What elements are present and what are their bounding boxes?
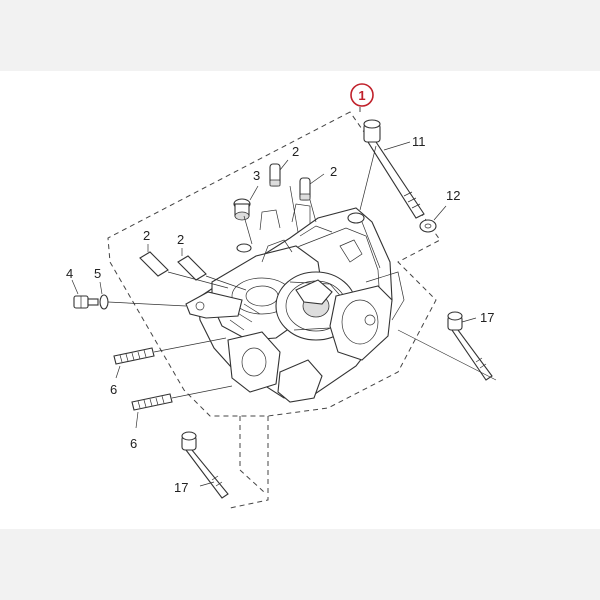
label-part-6b: 6 — [130, 436, 137, 451]
part-11-long-bolt — [359, 119, 425, 219]
part-17-bolt-right — [397, 311, 497, 381]
label-part-17a: 17 — [480, 310, 494, 325]
part-6-stud-upper — [113, 337, 227, 379]
label-part-3: 3 — [253, 168, 260, 183]
part-2-dowel-pins — [139, 159, 325, 281]
dowel-pin-c — [139, 251, 169, 277]
part-3-plug — [233, 185, 259, 221]
leader-lines — [167, 185, 381, 291]
label-part-2c: 2 — [143, 228, 150, 243]
label-part-5: 5 — [94, 266, 101, 281]
part-labels: 2 2 2 2 3 4 5 6 6 11 12 17 17 — [66, 134, 494, 495]
callout-1: 1 — [350, 83, 374, 107]
part-6-stud-lower — [131, 385, 233, 429]
dowel-pin-d — [177, 255, 207, 281]
label-part-12: 12 — [446, 188, 460, 203]
callout-number: 1 — [358, 88, 365, 103]
label-part-2a: 2 — [292, 144, 299, 159]
cylinder-head — [185, 203, 405, 403]
part-4-bolt — [71, 279, 99, 309]
assembly-outline — [107, 100, 441, 509]
label-part-6a: 6 — [110, 382, 117, 397]
label-part-2b: 2 — [330, 164, 337, 179]
label-part-11: 11 — [412, 134, 426, 149]
part-5-washer — [99, 281, 109, 310]
part-17-bolt-lower — [181, 431, 229, 499]
label-part-4: 4 — [66, 266, 73, 281]
part-12-washer — [419, 205, 447, 233]
label-part-17b: 17 — [174, 480, 188, 495]
label-part-2d: 2 — [177, 232, 184, 247]
